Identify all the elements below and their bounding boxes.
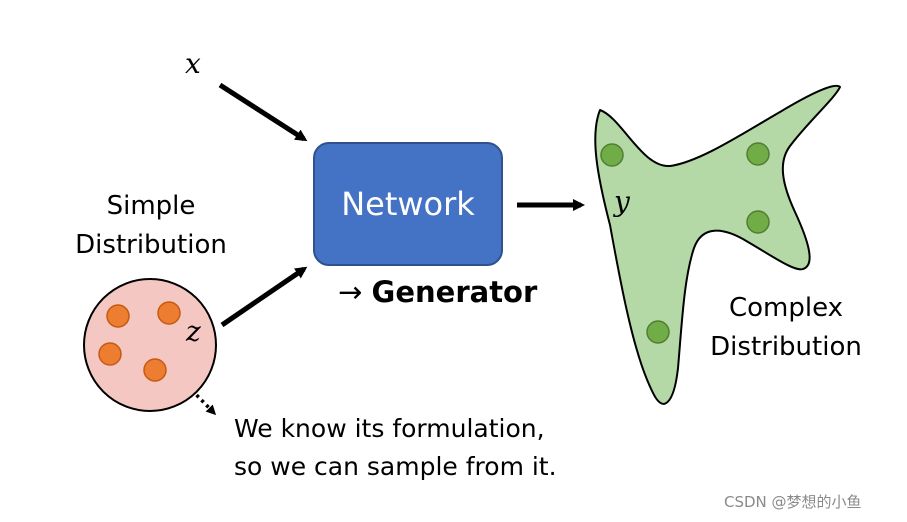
- complex-distribution-line1: Complex: [728, 293, 844, 323]
- sampling-note-line2: so we can sample from it.: [234, 451, 557, 481]
- network-label: Network: [341, 185, 475, 223]
- x-to-network-arrow: [218, 82, 308, 142]
- complex-distribution-label: Complex Distribution: [700, 293, 872, 363]
- generator-arrow: →: [338, 275, 363, 309]
- z-to-network-arrow: [220, 266, 308, 328]
- x-input-label: x: [185, 47, 201, 80]
- sampling-note: We know its formulation, so we can sampl…: [234, 410, 557, 485]
- csdn-watermark: CSDN @梦想的小鱼: [724, 493, 862, 511]
- complex-sample-dot: [746, 210, 770, 234]
- simple-sample-dot: [106, 304, 130, 328]
- simple-sample-dot: [98, 342, 122, 366]
- generator-label: → Generator: [338, 275, 538, 309]
- complex-sample-dot: [746, 142, 770, 166]
- network-box: Network: [313, 142, 503, 266]
- z-input-label: z: [186, 315, 201, 348]
- sampling-note-line1: We know its formulation,: [234, 414, 545, 443]
- simple-sample-dot: [143, 358, 167, 382]
- simple-distribution-line2: Distribution: [75, 229, 227, 260]
- generator-word: Generator: [371, 275, 538, 309]
- simple-distribution-line1: Simple: [106, 191, 196, 221]
- y-output-label: y: [614, 185, 630, 218]
- complex-sample-dot: [646, 320, 670, 344]
- complex-sample-dot: [600, 143, 624, 167]
- simple-sample-dot: [157, 301, 181, 325]
- simple-distribution-label: Simple Distribution: [70, 191, 232, 261]
- complex-distribution-line2: Distribution: [710, 331, 862, 362]
